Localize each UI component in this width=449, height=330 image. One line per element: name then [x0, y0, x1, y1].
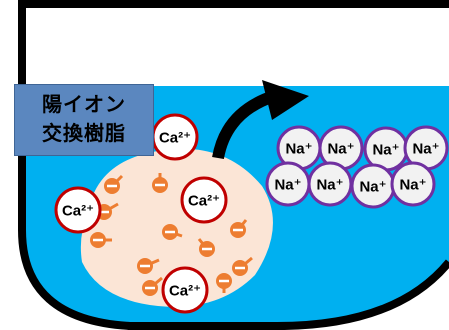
negative-charge-icon	[142, 276, 163, 296]
ion: Na⁺	[390, 161, 436, 207]
resin-bead	[80, 148, 273, 307]
ion: Ca²⁺	[180, 176, 228, 224]
ion-label: Na⁺	[412, 140, 439, 157]
ion-label: Na⁺	[274, 176, 301, 193]
negative-charge-icon	[104, 174, 124, 194]
ion-label: Ca²⁺	[169, 282, 201, 299]
negative-charge-icon	[216, 273, 232, 293]
negative-charge-icon	[232, 256, 253, 276]
ion-label: Ca²⁺	[62, 202, 94, 219]
ion-label: Na⁺	[399, 176, 426, 193]
resin-label-line2: 交換樹脂	[42, 123, 126, 145]
ion: Na⁺	[350, 163, 396, 209]
negative-charge-icon	[90, 232, 112, 248]
ion-label: Na⁺	[359, 178, 386, 195]
ion: Na⁺	[265, 161, 311, 207]
ion: Ca²⁺	[54, 186, 102, 234]
sodium-ions: Na⁺ Na⁺ Na⁺ Na⁺ Na⁺ Na⁺ Na⁺ Na⁺	[265, 125, 449, 209]
ion-label: Ca²⁺	[188, 192, 220, 209]
ion-label: Ca²⁺	[159, 129, 191, 146]
ion-label: Na⁺	[327, 140, 354, 157]
ion-label: Na⁺	[316, 176, 343, 193]
ion: Na⁺	[307, 161, 353, 207]
ion-label: Na⁺	[285, 140, 312, 157]
calcium-ions: Ca²⁺ Ca²⁺ Ca²⁺ Ca²⁺	[54, 113, 228, 314]
negative-charge-icon	[137, 258, 160, 274]
ion: Ca²⁺	[151, 113, 199, 161]
negative-charge-icon	[230, 219, 248, 238]
negative-charge-icon	[152, 173, 168, 193]
ion: Ca²⁺	[161, 266, 209, 314]
resin-label: 陽イオン 交換樹脂	[14, 84, 154, 156]
negative-charge-icon	[162, 224, 183, 240]
vessel-outline	[18, 0, 449, 330]
curved-arrow	[212, 90, 277, 160]
ion-label: Na⁺	[372, 141, 399, 158]
resin-label-line1: 陽イオン	[42, 94, 126, 116]
negative-charge-icon	[197, 238, 215, 257]
arrow-head-icon	[262, 80, 309, 120]
